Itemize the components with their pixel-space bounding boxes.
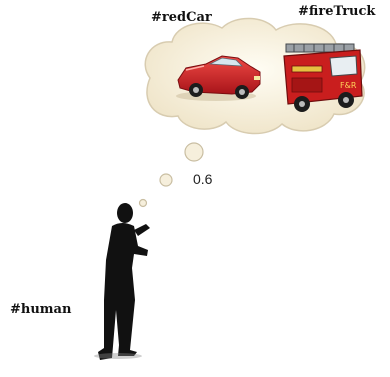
fire-truck-icon: F&R bbox=[283, 43, 363, 112]
human-label: #human bbox=[10, 302, 72, 317]
red-car-label: #redCar bbox=[151, 10, 212, 25]
red-car-icon bbox=[176, 55, 261, 101]
person-silhouette-icon bbox=[94, 203, 150, 360]
thought-bubble-large bbox=[184, 142, 204, 162]
fire-truck-label: #fireTruck bbox=[298, 4, 376, 19]
thought-bubble-medium bbox=[159, 173, 173, 187]
svg-text:F&R: F&R bbox=[340, 81, 357, 90]
thought-bubbles bbox=[138, 142, 204, 208]
thought-bubble-small bbox=[138, 198, 148, 208]
similarity-score: 0.6 bbox=[193, 171, 213, 187]
